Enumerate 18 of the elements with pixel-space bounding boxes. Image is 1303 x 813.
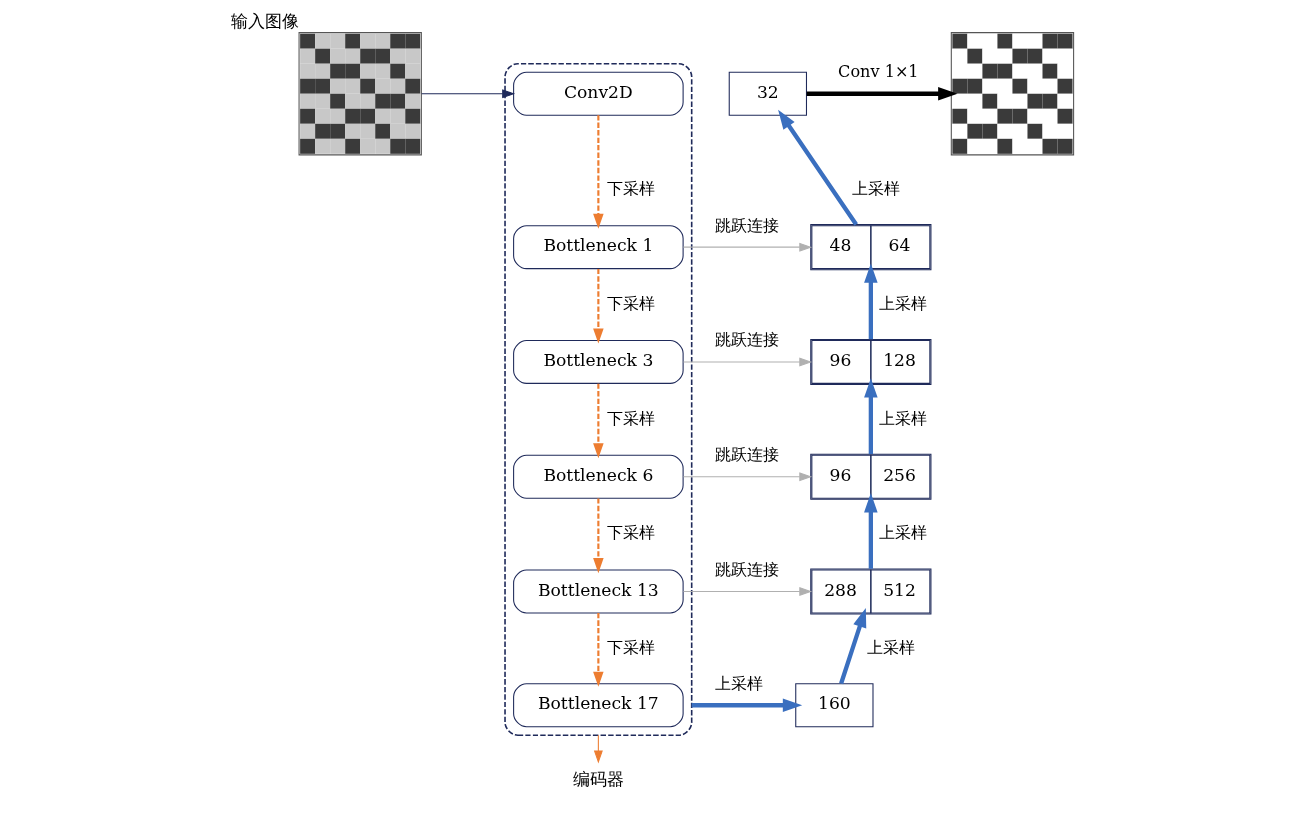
edge-label: 跳跃连接	[714, 559, 779, 579]
edge-label: 上采样	[714, 673, 763, 693]
edge-label: 下采样	[606, 293, 655, 313]
edge-label: 下采样	[606, 408, 655, 428]
edge-label: 跳跃连接	[714, 215, 779, 235]
edge-label: 下采样	[606, 637, 655, 657]
edge-label: 上采样	[878, 408, 927, 428]
edge-label: 上采样	[878, 522, 927, 542]
edge-label: 上采样	[878, 293, 927, 313]
edge-label: 上采样	[851, 178, 900, 198]
node-label: 输入图像	[230, 10, 299, 31]
edge-label: 跳跃连接	[714, 329, 779, 349]
edge-label: Conv 1×1	[837, 61, 919, 81]
edge-label: 下采样	[606, 522, 655, 542]
edge-label: 上采样	[866, 637, 915, 657]
edge-label: 跳跃连接	[714, 444, 779, 464]
node-text: 编码器	[572, 768, 624, 789]
edge-label: 下采样	[606, 178, 655, 198]
